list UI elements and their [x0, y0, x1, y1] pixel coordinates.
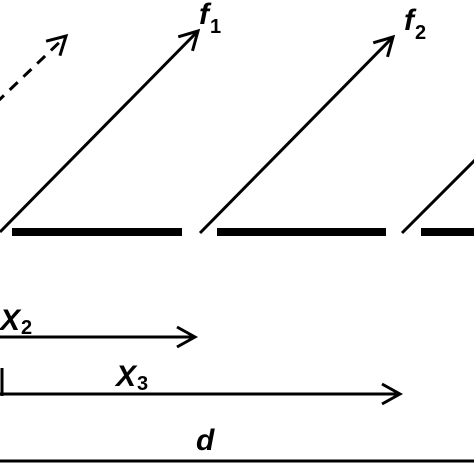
label-f2: f2	[404, 4, 426, 44]
ray-f3-partial	[400, 158, 474, 235]
label-x3-sub: 3	[137, 373, 148, 395]
label-f2-main: f	[404, 4, 417, 37]
label-f2-sub: 2	[415, 22, 426, 44]
ray-f1-arrow	[0, 31, 198, 234]
label-x2-sub: 2	[21, 317, 32, 339]
ray-f2-arrow	[198, 37, 393, 235]
label-f1: f1	[199, 0, 221, 38]
label-x3: X3	[114, 360, 148, 395]
label-x2-main: X	[0, 304, 22, 337]
label-x2: X2	[0, 304, 32, 339]
label-f1-main: f	[199, 0, 212, 31]
dashed-incoming-arrow	[0, 36, 66, 102]
label-x3-main: X	[114, 360, 138, 393]
label-d: d	[196, 424, 215, 457]
label-f1-sub: 1	[210, 16, 221, 38]
